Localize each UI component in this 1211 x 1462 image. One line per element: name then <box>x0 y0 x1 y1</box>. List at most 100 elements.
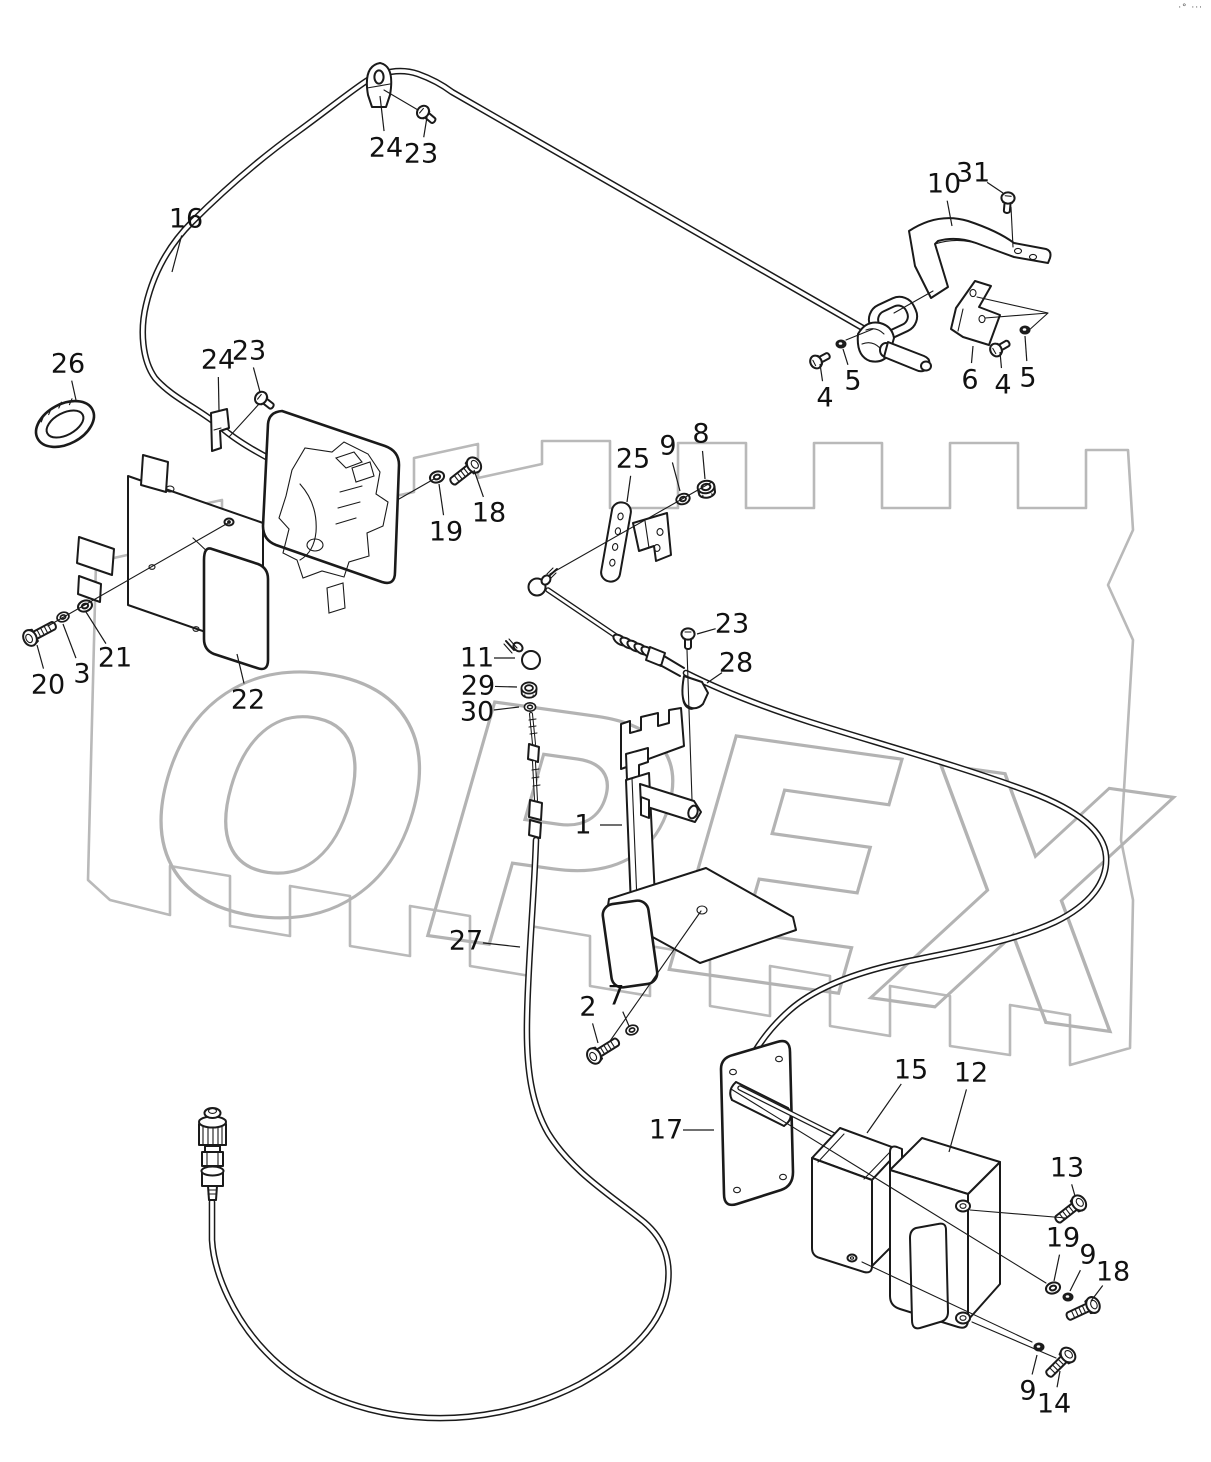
clip-24-lower <box>210 408 230 452</box>
bracket-12 <box>889 1137 1001 1330</box>
callout-27: 27 <box>449 926 483 957</box>
cable-27-fittings <box>527 712 543 839</box>
callout-5: 5 <box>1019 363 1036 394</box>
callout-20: 20 <box>31 670 65 701</box>
leader-line-24 <box>217 376 220 411</box>
bolt-31 <box>999 190 1017 215</box>
cable-27 <box>208 836 672 1422</box>
box-15 <box>811 1127 901 1274</box>
callout-2: 2 <box>579 992 596 1023</box>
leader-line-14 <box>1056 1370 1061 1388</box>
callout-12: 12 <box>954 1058 988 1089</box>
box-22 <box>202 547 270 671</box>
leader-line-27 <box>482 942 521 948</box>
callout-24: 24 <box>369 133 403 164</box>
leader-line-15 <box>866 1083 902 1134</box>
leader-line-31 <box>986 181 1004 194</box>
callout-29: 29 <box>461 671 495 702</box>
ball-end-upper <box>527 567 558 597</box>
callout-5: 5 <box>844 366 861 397</box>
leader-line-4 <box>999 351 1003 369</box>
callout-18: 18 <box>1096 1257 1130 1288</box>
callout-16: 16 <box>169 204 203 235</box>
cable-rod-upper <box>545 587 685 677</box>
clip-28 <box>681 675 709 710</box>
leader-line-10 <box>946 200 953 227</box>
callout-31: 31 <box>956 158 990 189</box>
leader-line-21 <box>85 611 107 644</box>
leader-line-22 <box>236 653 245 684</box>
leader-line-30 <box>493 706 520 711</box>
callout-21: 21 <box>98 643 132 674</box>
bolt-23-center <box>680 627 696 650</box>
cable-16 <box>139 67 872 478</box>
callout-25: 25 <box>616 444 650 475</box>
callout-30: 30 <box>460 697 494 728</box>
leader-line-16 <box>171 235 183 273</box>
leader-line-19 <box>438 483 445 516</box>
bolt-20 <box>19 616 61 650</box>
callout-23: 23 <box>715 609 749 640</box>
leader-line-23 <box>696 628 716 635</box>
bracket-10 <box>908 217 1052 299</box>
callout-8: 8 <box>692 419 709 450</box>
callout-15: 15 <box>894 1055 928 1086</box>
callout-17: 17 <box>649 1115 683 1146</box>
leader-line-7 <box>622 1011 630 1027</box>
watermark-gear-border <box>86 439 1135 1067</box>
leader-line-18 <box>473 469 484 498</box>
callout-10: 10 <box>927 169 961 200</box>
washer-30 <box>523 702 537 712</box>
ball-joint-11 <box>503 638 541 670</box>
callout-9: 9 <box>1079 1240 1096 1271</box>
pivot-assembly <box>856 295 932 373</box>
leader-line-25 <box>626 475 632 503</box>
washer-19-left <box>427 468 447 486</box>
callout-23: 23 <box>404 139 438 170</box>
bolt-14 <box>1040 1343 1080 1383</box>
callout-24: 24 <box>201 345 235 376</box>
washer-5-left <box>835 339 847 349</box>
leader-line-12 <box>948 1089 968 1153</box>
leader-line-9 <box>671 462 681 492</box>
leader-line-8 <box>701 450 706 480</box>
callout-6: 6 <box>961 365 978 396</box>
cable-28-sweep <box>682 669 1110 1086</box>
bracket-6 <box>950 280 1001 346</box>
leader-line-2 <box>591 1023 599 1044</box>
leader-line-18 <box>1090 1285 1104 1302</box>
leader-line-20 <box>36 644 45 669</box>
leader-line-13 <box>1071 1184 1076 1197</box>
nut-29 <box>520 681 538 699</box>
callout-3: 3 <box>73 659 90 690</box>
engine-sketch <box>278 441 389 614</box>
grommet-26 <box>34 398 96 449</box>
callout-9: 9 <box>659 431 676 462</box>
callout-22: 22 <box>231 685 265 716</box>
corner-marks: ·° ··· <box>1178 3 1203 13</box>
callout-18: 18 <box>472 498 506 529</box>
callout-7: 7 <box>607 981 624 1012</box>
leader-line-29 <box>494 685 518 688</box>
callout-9: 9 <box>1019 1376 1036 1407</box>
leader-line-6 <box>970 345 974 364</box>
callout-14: 14 <box>1037 1389 1071 1420</box>
bracket-1 <box>601 707 797 989</box>
bolt-23-lower <box>251 388 278 414</box>
callout-4: 4 <box>816 383 833 414</box>
assembly-lines <box>47 89 1067 1359</box>
callout-4: 4 <box>994 370 1011 401</box>
leader-line-24 <box>379 95 385 132</box>
callout-28: 28 <box>719 648 753 679</box>
leader-line-23 <box>423 116 428 138</box>
spring-section <box>612 633 656 659</box>
leader-line-26 <box>71 380 77 401</box>
callout-23: 23 <box>232 336 266 367</box>
bracket-22-assembly <box>76 454 270 671</box>
plate-17 <box>719 1039 795 1207</box>
callout-1: 1 <box>574 810 591 841</box>
callout-26: 26 <box>51 349 85 380</box>
washer-19-right <box>1043 1279 1063 1297</box>
